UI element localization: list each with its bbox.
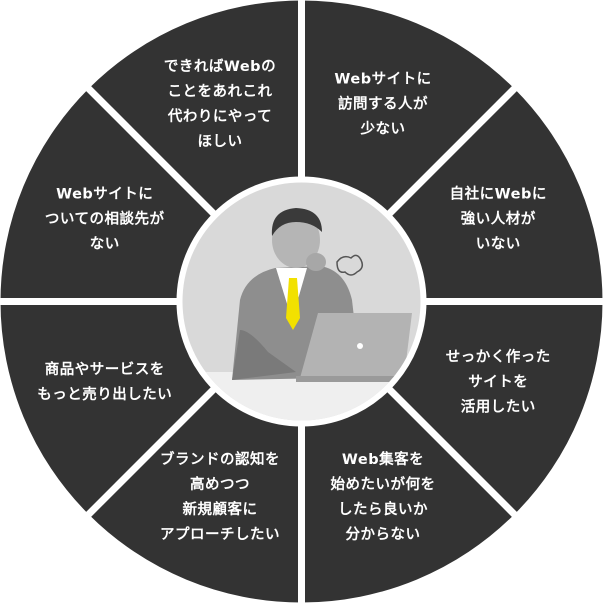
sigh-icon — [336, 254, 364, 276]
wheel-segment-5 — [88, 387, 302, 603]
businessman-arm — [232, 330, 296, 380]
segment-label-1: Webサイトに 訪問する人が 少ない — [334, 71, 432, 138]
segment-divider — [84, 385, 218, 519]
businessman-hair — [271, 208, 322, 236]
laptop-icon — [300, 313, 412, 378]
segment-label-2: 自社にWebに 強い人材が いない — [449, 186, 547, 253]
wheel-segment-1 — [301, 0, 515, 216]
segment-divider — [385, 385, 519, 519]
wheel-segment-7 — [0, 88, 216, 302]
wheel-segment-4 — [301, 387, 515, 603]
laptop-logo — [357, 343, 363, 349]
segment-label-7: Webサイトに ついての相談先が ない — [44, 186, 165, 253]
segment-divider — [385, 84, 519, 218]
wheel-segment-6 — [0, 301, 216, 515]
wheel-segment-3 — [387, 301, 603, 515]
wheel-segment-2 — [387, 88, 603, 302]
segment-label-3: せっかく作った サイトを 活用したい — [445, 349, 551, 416]
segment-divider — [84, 84, 218, 218]
tie-icon — [286, 278, 300, 330]
laptop-base — [296, 376, 414, 382]
businessman-hand — [306, 253, 326, 271]
segment-label-5: ブランドの認知を 高めつつ 新規顧客に アプローチしたい — [159, 452, 280, 544]
wheel-segment-8 — [88, 0, 302, 216]
segment-label-8: できればWebの ことをあれこれ 代わりにやって ほしい — [163, 58, 277, 150]
businessman-head — [272, 212, 320, 268]
segment-label-4: Web集客を 始めたいが何を したら良いか 分からない — [330, 452, 436, 544]
segment-label-6: 商品やサービスを もっと売り出したい — [37, 362, 173, 403]
